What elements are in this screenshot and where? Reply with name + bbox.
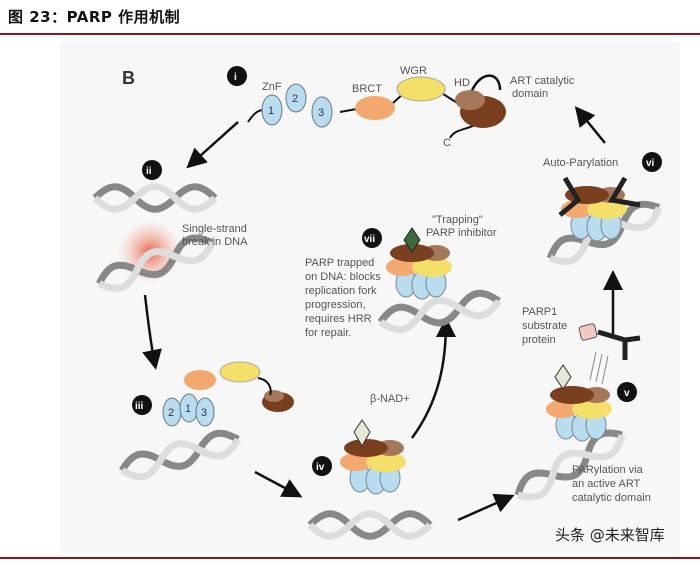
brct-domain <box>355 96 395 120</box>
znf-1-label: 1 <box>185 403 191 415</box>
step-vi-badge: vi <box>646 158 655 169</box>
parylation-line3: catalytic domain <box>572 492 651 504</box>
trapped-line: requires HRR <box>305 313 372 325</box>
trapped-line: progression, <box>305 299 366 311</box>
art-label-line1: ART catalytic <box>510 75 575 87</box>
art-label-line2: domain <box>512 88 548 100</box>
arrow-vi-i <box>574 106 606 144</box>
brct-label: BRCT <box>352 83 382 95</box>
arrow-iv-vii <box>410 317 456 439</box>
par-chain <box>558 176 641 217</box>
znf-3-label: 3 <box>318 107 324 119</box>
trapping-label-line2: PARP inhibitor <box>426 227 497 239</box>
nad-label: β-NAD+ <box>370 393 410 405</box>
arrow-iii-iv <box>254 470 303 498</box>
c-terminus-label: C <box>443 137 451 149</box>
znf-label: ZnF <box>262 81 282 93</box>
substrate-label-line2: substrate <box>522 320 567 332</box>
break-label-line1: Single-strand <box>182 223 247 235</box>
step-v-badge: v <box>624 388 630 399</box>
hd-label: HD <box>454 77 470 89</box>
trapped-description: PARP trapped on DNA: blocks replication … <box>305 257 381 339</box>
top-divider <box>0 33 700 35</box>
hd-domain <box>455 90 485 110</box>
bottom-divider <box>0 557 700 559</box>
step-vii-badge: vii <box>364 234 375 245</box>
parp-mechanism-diagram: B 1 2 3 ZnF BRCT WGR HD ART catalytic do… <box>60 42 680 554</box>
break-label-line2: break in DNA <box>182 236 248 248</box>
step-i-badge: i <box>234 72 237 83</box>
inhibitor-diamond-icon <box>403 227 421 253</box>
trapped-line: replication fork <box>305 285 377 297</box>
wgr-domain <box>396 76 446 102</box>
trapped-line: for repair. <box>305 327 351 339</box>
znf-2-label: 2 <box>168 407 174 419</box>
trapped-line: PARP trapped <box>305 257 374 269</box>
step-iii-badge: iii <box>135 401 144 412</box>
figure-title: 图 23：PARP 作用机制 <box>8 8 181 26</box>
substrate-protein-icon <box>578 323 598 341</box>
znf-domain-1 <box>261 94 283 126</box>
parylation-line2: an active ART <box>572 478 641 490</box>
nad-diamond-icon <box>554 364 572 390</box>
watermark: 头条 @未来智库 <box>555 526 665 544</box>
trapped-line: on DNA: blocks <box>305 271 381 283</box>
arrow-ii-iii <box>142 294 162 370</box>
znf-domain-2 <box>285 83 307 113</box>
znf-3-label: 3 <box>201 407 207 419</box>
parylation-line1: PARylation via <box>572 464 644 476</box>
substrate-label-line1: PARP1 <box>522 306 557 318</box>
nad-diamond-icon <box>353 419 371 448</box>
step-ii-badge: ii <box>146 166 152 177</box>
substrate-label-line3: protein <box>522 334 556 346</box>
wgr-label: WGR <box>400 65 427 77</box>
arrow-i-ii <box>186 121 239 169</box>
znf-domain-3 <box>311 96 333 128</box>
step-iv-badge: iv <box>316 462 325 473</box>
znf-2-label: 2 <box>292 93 298 105</box>
arrow-iv-v <box>457 493 515 522</box>
panel-label: B <box>122 68 135 88</box>
trapping-label-line1: "Trapping" <box>432 214 483 226</box>
znf-1-label: 1 <box>268 105 274 117</box>
auto-parylation-label: Auto-Parylation <box>543 157 618 169</box>
par-chain <box>597 329 641 360</box>
